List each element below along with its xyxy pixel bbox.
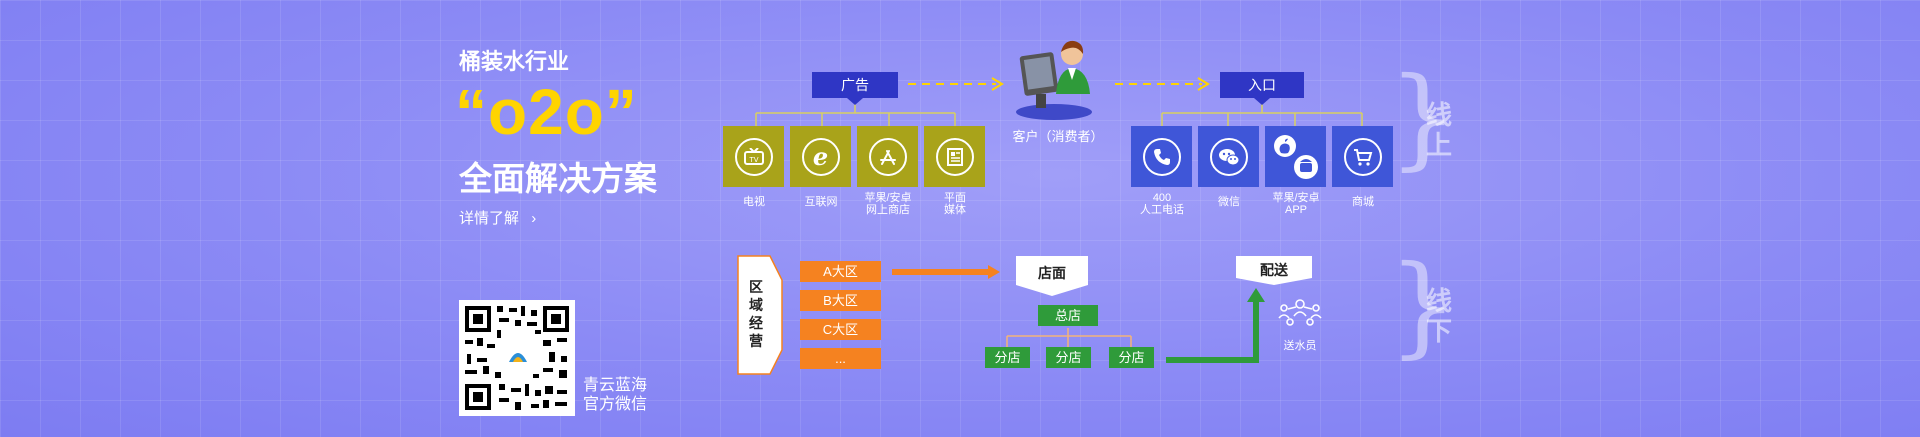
hero-subtitle: 桶装水行业 [459, 49, 570, 74]
online-brace: } [1388, 53, 1458, 181]
hero-title: 全面解决方案 [459, 160, 657, 197]
offline-brace: } [1388, 241, 1458, 369]
entry-channel-mall [1332, 126, 1393, 187]
offline-side-char-1: 线 [1426, 286, 1453, 316]
entry-channel-label: 微信 [1218, 196, 1240, 208]
online-side-label: 线 上 [1426, 100, 1456, 160]
hero-o2o: “o2o” [455, 76, 638, 148]
ad-channel-label: 互联网 [804, 196, 838, 208]
app-store-icon [868, 137, 907, 176]
qr-code-graphic [465, 306, 569, 410]
entry-channel-wechat [1198, 126, 1259, 187]
entry-channel-label: 商城 [1352, 196, 1374, 208]
entry-label: 入口 [1220, 72, 1304, 98]
tv-icon: TV [734, 137, 773, 176]
region-item: B大区 [800, 290, 881, 311]
details-link-label: 详情了解 [459, 210, 520, 227]
courier-icon [1276, 296, 1324, 330]
region-item: A大区 [800, 261, 881, 282]
region-item: C大区 [800, 319, 881, 340]
ad-channel-label: 电视 [743, 196, 765, 208]
ie-icon: e [801, 137, 840, 176]
branch-store: 分店 [1109, 347, 1154, 368]
courier-label: 送水员 [1283, 340, 1317, 352]
head-store: 总店 [1038, 305, 1098, 326]
ad-channel-internet: e [790, 126, 851, 187]
customer-label: 客户（消费者） [1012, 129, 1104, 144]
branch-store: 分店 [985, 347, 1030, 368]
entry-bracket [1161, 100, 1363, 126]
branch-bracket [1006, 328, 1132, 347]
customer-icon [1010, 36, 1098, 120]
region-ops-label: 区 域 经 营 [749, 279, 763, 349]
apple-android-icon [1273, 134, 1318, 179]
ad-channel-label: 平面 媒体 [944, 192, 966, 216]
qr-caption-line-1: 青云蓝海 [583, 377, 648, 394]
branch-store: 分店 [1046, 347, 1091, 368]
qr-caption-line-2: 官方微信 [583, 396, 648, 413]
chevron-right-icon: › [531, 210, 537, 227]
online-side-char-2: 上 [1426, 130, 1453, 160]
phone-icon [1142, 137, 1181, 176]
offline-side-label: 线 下 [1426, 286, 1456, 346]
newspaper-icon [935, 137, 974, 176]
ad-channel-print [924, 126, 985, 187]
qr-caption: 青云蓝海 官方微信 [583, 376, 647, 414]
entry-channel-label: 400 人工电话 [1140, 192, 1184, 216]
offline-side-char-2: 下 [1426, 316, 1453, 346]
online-side-char-1: 线 [1426, 100, 1453, 130]
store-label: 店面 [1038, 265, 1066, 281]
ad-channel-tv: TV [723, 126, 784, 187]
ad-channel-label: 苹果/安卓 网上商店 [864, 192, 912, 216]
region-item: ... [800, 348, 881, 369]
qr-code [459, 300, 575, 416]
cart-icon [1343, 137, 1382, 176]
wechat-icon [1209, 137, 1248, 176]
entry-channel-app [1265, 126, 1326, 187]
entry-channel-label: 苹果/安卓 APP [1272, 192, 1320, 216]
details-link[interactable]: 详情了解 › [459, 207, 536, 228]
svg-text:TV: TV [748, 156, 758, 164]
ad-channel-app-store [857, 126, 918, 187]
entry-channel-phone [1131, 126, 1192, 187]
delivery-label: 配送 [1260, 262, 1288, 278]
ad-label: 广告 [812, 72, 898, 98]
